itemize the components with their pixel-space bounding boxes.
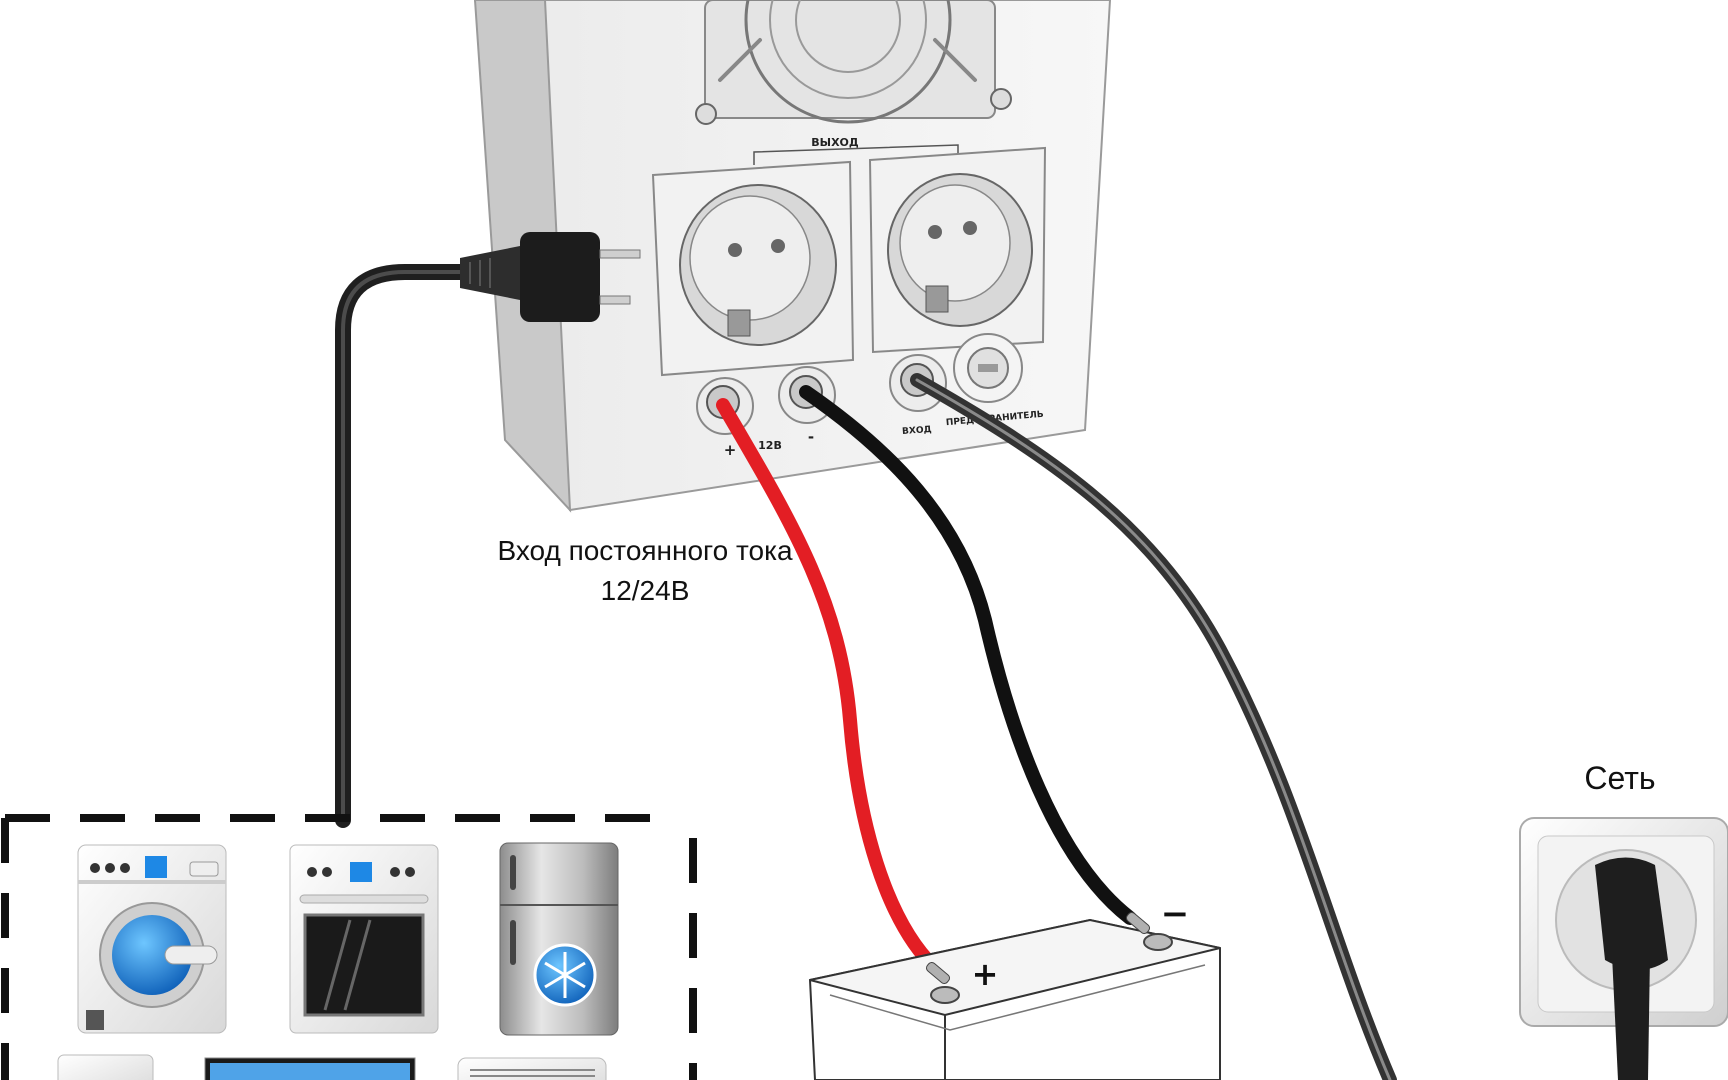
battery-minus-label: − xyxy=(1161,894,1190,934)
terminal-voltage-label: 12В xyxy=(758,439,782,452)
negative-cable xyxy=(799,385,1137,925)
fuse-holder[interactable] xyxy=(953,333,1023,403)
battery xyxy=(808,911,1221,1080)
terminal-minus-label: - xyxy=(808,428,814,446)
mains-label: Сеть xyxy=(1584,760,1656,796)
output-label: ВЫХОД xyxy=(811,136,859,149)
dc-input-title: Вход постоянного тока xyxy=(497,535,793,566)
tv-icon xyxy=(204,1057,416,1080)
air-conditioner-icon xyxy=(457,1057,607,1080)
wall-socket[interactable] xyxy=(1519,817,1728,1080)
battery-terminal-plus[interactable] xyxy=(925,961,960,1004)
dc-input-voltage: 12/24В xyxy=(600,575,690,606)
appliances-group xyxy=(1,814,697,1080)
battery-terminal-minus[interactable] xyxy=(1125,911,1173,951)
battery-plus-label: + xyxy=(972,955,999,993)
refrigerator-icon xyxy=(499,842,619,1036)
cables xyxy=(335,264,1397,1080)
output-socket-1[interactable] xyxy=(651,160,855,377)
appliance-icon xyxy=(57,1054,154,1080)
load-plug xyxy=(460,232,641,322)
cooling-fan xyxy=(695,0,1012,125)
inverter: ВЫХОД xyxy=(473,0,1112,513)
oven-icon xyxy=(289,844,439,1034)
washing-machine-icon xyxy=(77,844,227,1034)
terminal-plus-label: + xyxy=(724,441,737,459)
input-label: ВХОД xyxy=(902,425,932,437)
output-socket-2[interactable] xyxy=(868,146,1047,354)
positive-cable xyxy=(716,398,942,975)
